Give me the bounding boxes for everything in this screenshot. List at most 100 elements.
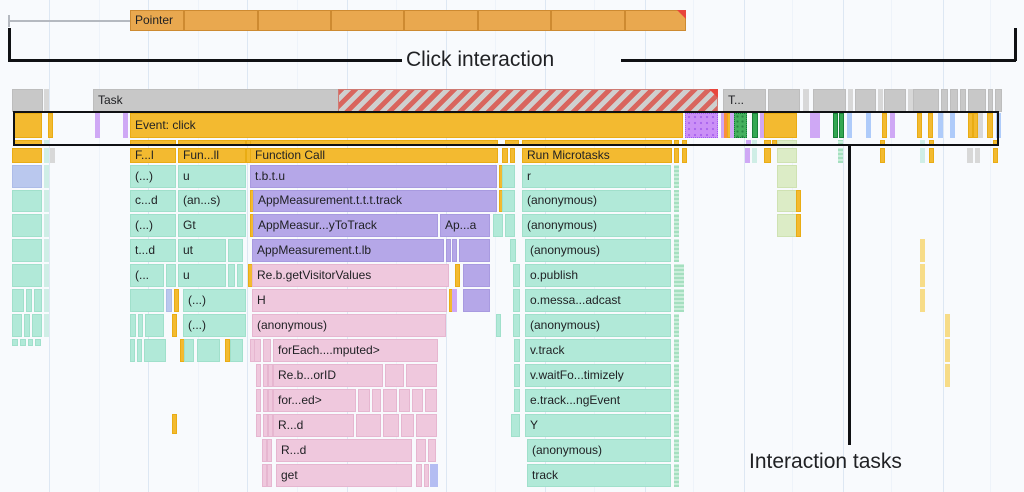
flame-fragment[interactable] [917, 113, 922, 138]
bar-re-b-getvisitorvalues[interactable]: Re.b.getVisitorValues [252, 264, 449, 287]
flame-fragment[interactable] [734, 113, 747, 138]
flame-fragment[interactable] [180, 339, 185, 362]
flame-fragment[interactable] [172, 314, 177, 337]
bar-get[interactable]: get [276, 464, 412, 487]
flame-fragment[interactable] [262, 439, 267, 462]
flame-fragment[interactable] [250, 339, 255, 362]
flame-fragment[interactable] [138, 314, 143, 337]
flame-fragment[interactable] [890, 113, 895, 138]
bar-re-b-orid[interactable]: Re.b...orID [273, 364, 383, 387]
flame-fragment[interactable] [44, 289, 49, 312]
flame-fragment[interactable] [815, 113, 820, 138]
flame-fragment[interactable] [968, 113, 973, 138]
flame-fragment[interactable] [383, 389, 397, 412]
flame-fragment[interactable] [12, 148, 42, 163]
flame-fragment[interactable] [973, 113, 978, 138]
flame-fragment[interactable] [764, 148, 771, 163]
flame-fragment[interactable] [20, 339, 26, 346]
flame-fragment[interactable] [246, 148, 251, 163]
flame-fragment[interactable] [14, 140, 42, 145]
bar-e-track-ngevent[interactable]: e.track...ngEvent [525, 389, 671, 412]
flame-fragment[interactable] [941, 89, 948, 112]
flame-fragment[interactable] [246, 140, 251, 145]
flame-fragment[interactable] [130, 339, 135, 362]
flame-fragment[interactable] [430, 464, 438, 487]
flame-fragment[interactable] [130, 314, 136, 337]
flame-fragment[interactable] [401, 414, 414, 437]
flame-fragment[interactable] [256, 389, 261, 412]
flame-fragment[interactable] [513, 314, 520, 337]
click-interaction-label[interactable]: Click interaction [406, 48, 555, 71]
flame-fragment[interactable] [184, 339, 194, 362]
bar-t-d[interactable]: t...d [130, 239, 176, 262]
flame-fragment[interactable] [674, 190, 679, 212]
flame-fragment[interactable] [130, 289, 164, 312]
bar-anonymous[interactable]: (anonymous) [522, 190, 671, 212]
flame-fragment[interactable] [995, 89, 1002, 112]
flame-fragment[interactable] [44, 190, 49, 212]
flame-fragment[interactable] [803, 89, 809, 112]
flame-fragment[interactable] [920, 264, 925, 287]
flame-fragment[interactable] [768, 89, 800, 112]
flame-fragment[interactable] [12, 190, 42, 212]
flame-fragment[interactable] [511, 414, 520, 437]
flame-fragment[interactable] [256, 364, 261, 387]
flame-fragment[interactable] [24, 314, 30, 337]
flame-fragment[interactable] [178, 140, 246, 145]
bar-h[interactable]: H [252, 289, 447, 312]
flame-fragment[interactable] [267, 439, 272, 462]
flame-fragment[interactable] [752, 140, 757, 145]
flame-fragment[interactable] [674, 140, 679, 145]
interaction-tasks-label[interactable]: Interaction tasks [749, 450, 902, 473]
bar-ut[interactable]: ut [178, 239, 226, 262]
flame-fragment[interactable] [920, 148, 925, 163]
flame-fragment[interactable] [268, 389, 273, 412]
flame-fragment[interactable] [764, 113, 797, 138]
flame-fragment[interactable] [12, 89, 43, 112]
flame-fragment[interactable] [796, 190, 801, 212]
flame-fragment[interactable] [230, 339, 243, 362]
flame-fragment[interactable] [505, 140, 519, 145]
bar-v-waitfo-timizely[interactable]: v.waitFo...timizely [525, 364, 671, 387]
flame-fragment[interactable] [679, 289, 684, 312]
flame-fragment[interactable] [44, 89, 49, 112]
flame-fragment[interactable] [197, 339, 220, 362]
flame-fragment[interactable] [250, 140, 498, 145]
flame-fragment[interactable] [256, 414, 261, 437]
bar-r[interactable]: r [522, 165, 671, 188]
flame-fragment[interactable] [679, 264, 684, 287]
flame-fragment[interactable] [724, 113, 729, 138]
bar-[interactable]: (...) [183, 314, 246, 337]
flame-fragment[interactable] [945, 364, 950, 387]
flame-fragment[interactable] [752, 113, 758, 138]
flame-fragment[interactable] [777, 148, 797, 163]
bar-pointer[interactable]: Pointer [130, 10, 686, 31]
flame-fragment[interactable] [425, 389, 437, 412]
flame-fragment[interactable] [499, 190, 504, 212]
flame-fragment[interactable] [95, 113, 100, 138]
flame-fragment[interactable] [967, 148, 973, 163]
bar-u[interactable]: u [178, 264, 226, 287]
bar-[interactable]: (... [130, 264, 164, 287]
flame-fragment[interactable] [752, 148, 757, 163]
flame-fragment[interactable] [968, 89, 986, 112]
flame-fragment[interactable] [44, 165, 49, 188]
flame-fragment[interactable] [499, 165, 504, 188]
flame-fragment[interactable] [945, 339, 950, 362]
flame-fragment[interactable] [764, 140, 771, 145]
flame-fragment[interactable] [44, 148, 49, 163]
flame-fragment[interactable] [166, 289, 172, 312]
flame-fragment[interactable] [674, 289, 679, 312]
flame-fragment[interactable] [514, 364, 520, 387]
flame-fragment[interactable] [878, 89, 883, 112]
flame-fragment[interactable] [674, 148, 679, 163]
flame-fragment[interactable] [674, 239, 679, 262]
flame-fragment[interactable] [993, 148, 998, 163]
flame-fragment[interactable] [928, 113, 933, 138]
flame-fragment[interactable] [268, 364, 273, 387]
flame-fragment[interactable] [502, 190, 515, 212]
flame-fragment[interactable] [455, 264, 460, 287]
flame-fragment[interactable] [502, 148, 508, 163]
flame-fragment[interactable] [174, 289, 179, 312]
flame-fragment[interactable] [996, 113, 1001, 138]
